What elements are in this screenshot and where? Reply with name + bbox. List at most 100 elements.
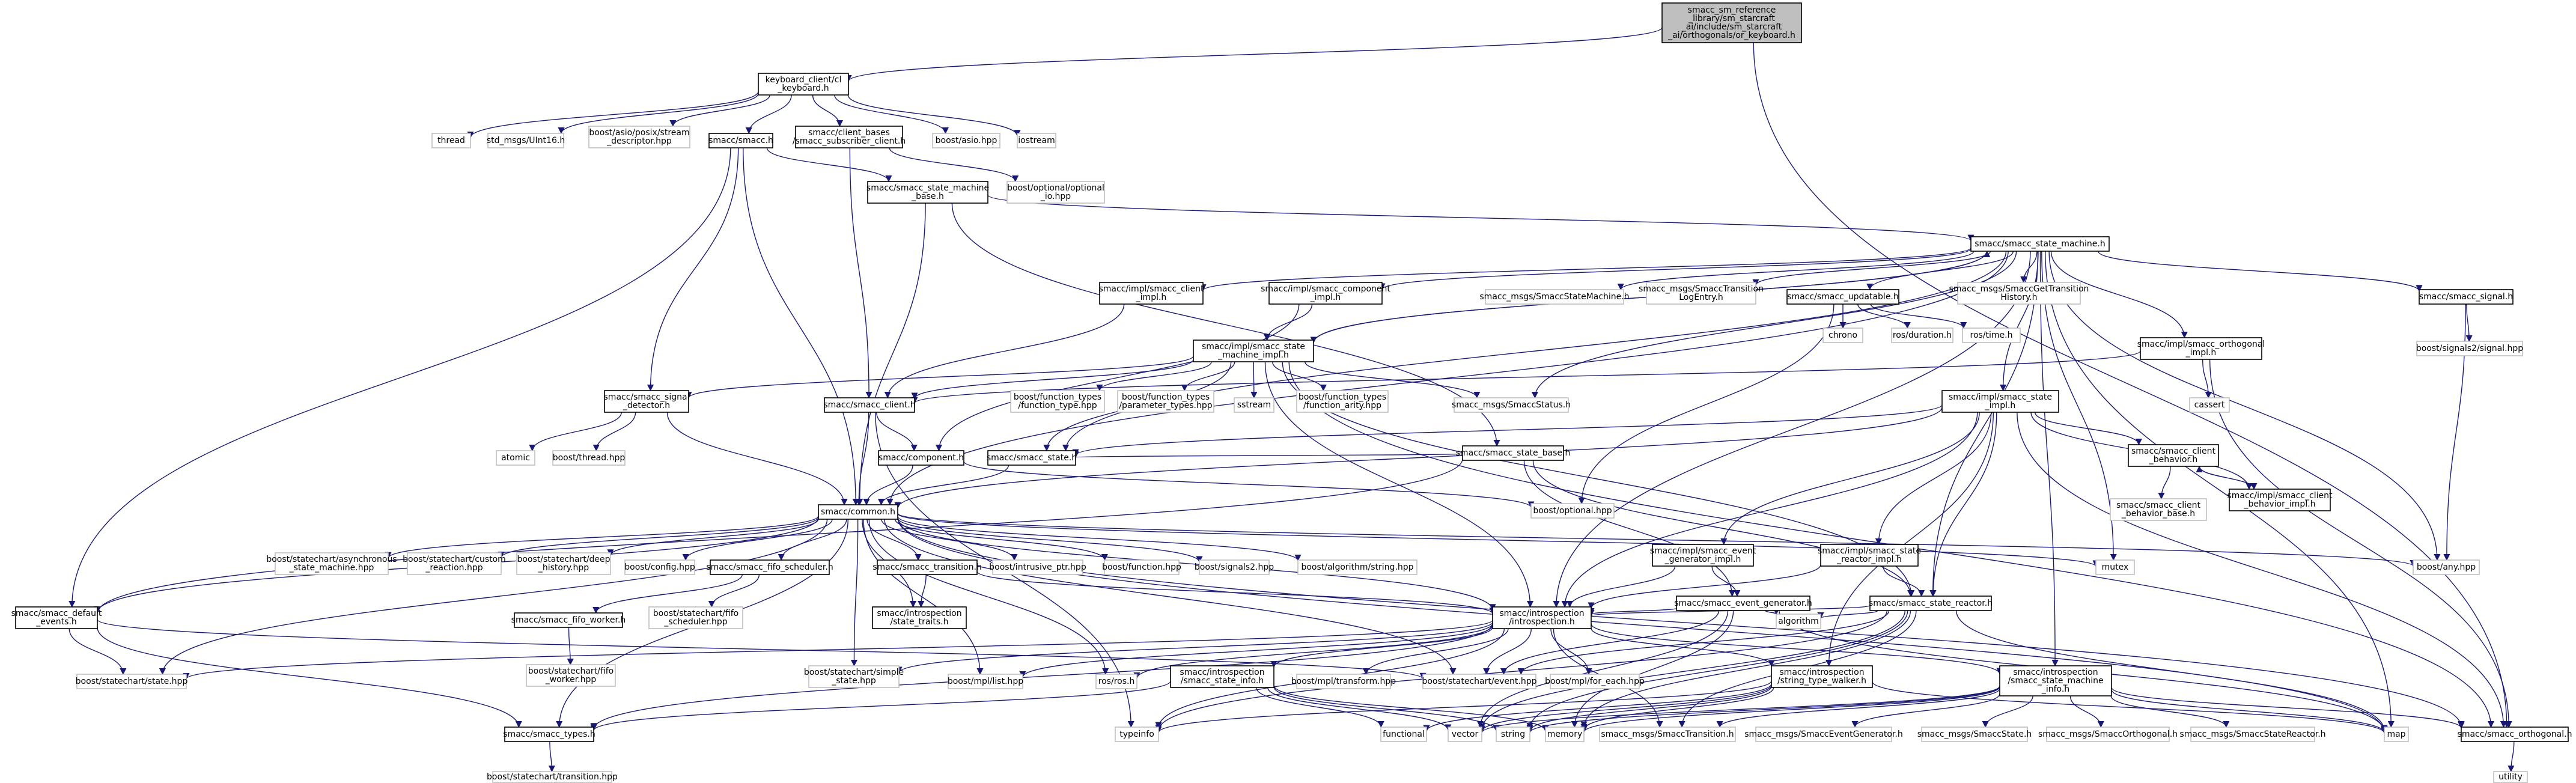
node-cb_h[interactable]: smacc/smacc_client_behavior.h xyxy=(2128,444,2219,467)
node-state_h[interactable]: smacc/smacc_state.h xyxy=(987,450,1077,466)
node-sc_async: boost/statechart/asynchronous_state_mach… xyxy=(266,552,397,575)
node-box xyxy=(2461,727,2569,742)
node-box xyxy=(1869,596,1992,611)
node-walker[interactable]: smacc/introspection/string_type_walker.h xyxy=(1771,665,1873,688)
node-box xyxy=(2189,397,2230,413)
node-label: boost/statechart/state.hpp xyxy=(76,677,188,686)
node-box xyxy=(604,390,689,413)
node-box xyxy=(516,552,611,575)
node-ros_dur: ros/duration.h xyxy=(1891,328,1953,343)
node-traits[interactable]: smacc/introspection/state_traits.h xyxy=(872,606,967,629)
node-label: smacc/smacc.h xyxy=(708,136,773,145)
node-common[interactable]: smacc/common.h xyxy=(818,504,898,520)
node-component[interactable]: smacc/component.h xyxy=(878,450,964,466)
edge-smacc_h-to-sig_det xyxy=(647,147,739,392)
node-label: cassert xyxy=(2194,400,2225,410)
node-smacc_h[interactable]: smacc/smacc.h xyxy=(708,133,773,148)
edge-common-to-bany xyxy=(897,513,2417,567)
edge-sm_info-to-msg_trans xyxy=(1716,688,2000,728)
node-comp_impl[interactable]: smacc/impl/smacc_component_impl.h xyxy=(1261,282,1390,305)
node-label: map xyxy=(2387,730,2405,739)
node-sig2: boost/signals2/signal.hpp xyxy=(2416,341,2523,356)
node-updatable[interactable]: smacc/smacc_updatable.h xyxy=(1786,289,1899,305)
node-ros_time: ros/time.h xyxy=(1962,328,2021,343)
node-sm_h[interactable]: smacc/smacc_state_machine.h xyxy=(1970,236,2110,252)
edge-orth_impl-to-orth_h xyxy=(2209,359,2512,728)
node-orth_h[interactable]: smacc/smacc_orthogonal.h xyxy=(2458,727,2572,742)
node-cassert: cassert xyxy=(2189,397,2230,413)
node-box xyxy=(1296,390,1389,413)
edge-sm_h-to-msg_sm xyxy=(1617,251,1975,291)
node-box xyxy=(1017,133,1056,148)
node-label: smacc/smacc_signal xyxy=(604,392,690,402)
edge-reactor_impl-to-reactor_h xyxy=(1883,565,1925,597)
node-sm_base[interactable]: smacc/smacc_state_machine_base.h xyxy=(866,181,989,204)
node-state_base[interactable]: smacc/smacc_state_base.h xyxy=(1456,445,1571,461)
node-label: smacc_msgs/SmaccOrthogonal.h xyxy=(2038,730,2178,739)
node-label: /smacc_state_info.h xyxy=(1181,676,1264,686)
node-box xyxy=(877,559,978,575)
node-label: smacc/smacc_event_generator.h xyxy=(1674,599,1812,608)
node-kbd[interactable]: keyboard_client/cl_keyboard.h xyxy=(758,73,849,96)
edge-kbd-to-uint16 xyxy=(558,93,759,135)
node-mutex: mutex xyxy=(2095,559,2135,575)
node-types[interactable]: smacc/smacc_types.h xyxy=(503,727,595,742)
node-reactor_h[interactable]: smacc/smacc_state_reactor.h xyxy=(1869,596,1993,611)
node-introspection[interactable]: smacc/introspection/introspection.h xyxy=(1492,606,1592,629)
node-label: smacc/smacc_state.h xyxy=(987,453,1077,463)
node-label: _ai/include/sm_starcraft xyxy=(1681,22,1782,32)
node-default_ev[interactable]: smacc/smacc_default_events.h xyxy=(11,606,102,629)
edge-introspection-to-sc_simple xyxy=(895,621,1493,674)
node-label: algorithm xyxy=(1778,617,1819,626)
node-signal_h[interactable]: smacc/smacc_signal.h xyxy=(2419,289,2514,305)
node-box xyxy=(1530,503,1615,519)
edge-reactor_h-to-typeinfo xyxy=(1155,610,1887,732)
node-sstream: sstream xyxy=(1234,397,1274,413)
node-label: smacc/impl/smacc_component xyxy=(1261,284,1390,294)
node-box xyxy=(496,450,535,466)
edge-sm_h-to-sm_info xyxy=(2039,251,2059,667)
node-label: boost/function.hpp xyxy=(1102,562,1181,572)
node-cb_impl[interactable]: smacc/impl/smacc_client_behavior_impl.h xyxy=(2227,489,2333,511)
node-label: smacc/component.h xyxy=(878,453,964,463)
node-client_impl[interactable]: smacc/impl/smacc_client_impl.h xyxy=(1099,282,1205,305)
node-optional: boost/optional.hpp xyxy=(1530,503,1615,519)
node-orth_impl[interactable]: smacc/impl/smacc_orthogonal_impl.h xyxy=(2137,337,2265,360)
node-sm_impl[interactable]: smacc/impl/smacc_state_machine_impl.h xyxy=(1193,340,1314,362)
node-box xyxy=(1199,559,1270,575)
node-box xyxy=(1771,665,1873,688)
node-transition[interactable]: smacc/smacc_transition.h xyxy=(872,559,982,575)
node-label: smacc/smacc_transition.h xyxy=(872,562,982,572)
node-fifo_worker[interactable]: smacc/smacc_fifo_worker.h xyxy=(511,612,626,628)
node-fifo_sched[interactable]: smacc/smacc_fifo_scheduler.h xyxy=(706,559,833,575)
edge-state_impl-to-common xyxy=(894,407,1943,509)
node-atomic: atomic xyxy=(496,450,535,466)
node-client_h[interactable]: smacc/smacc_client.h xyxy=(823,397,916,413)
node-box xyxy=(1652,544,1754,567)
node-label: _reaction.hpp xyxy=(425,563,483,573)
edge-cb_h-to-cb_base xyxy=(2158,466,2171,500)
node-label: atomic xyxy=(501,453,530,463)
node-label: boost/statechart/custom xyxy=(403,555,506,564)
node-label: smacc/smacc_signal.h xyxy=(2419,292,2513,302)
node-sig_det[interactable]: smacc/smacc_signal_detector.h xyxy=(604,390,690,413)
node-ft_type: boost/function_types/function_type.hpp xyxy=(1010,390,1105,413)
node-box xyxy=(1297,559,1417,575)
node-evgen_impl[interactable]: smacc/impl/smacc_event_generator_impl.h xyxy=(1650,544,1756,567)
node-label: smacc_msgs/SmaccGetTransition xyxy=(1949,284,2089,294)
node-box xyxy=(514,612,623,628)
node-label: /smacc_state_machine xyxy=(2008,676,2103,686)
node-label: /string_type_walker.h xyxy=(1777,676,1866,686)
node-state_impl[interactable]: smacc/impl/smacc_state_impl.h xyxy=(1941,390,2059,413)
node-sub_client[interactable]: smacc/client_bases/smacc_subscriber_clie… xyxy=(793,126,906,148)
node-reactor_impl[interactable]: smacc/impl/smacc_state_reactor_impl.h xyxy=(1818,544,1921,567)
node-box xyxy=(407,552,502,575)
node-root[interactable]: smacc_sm_reference_library/sm_starcraft_… xyxy=(1661,2,1802,43)
node-evgen_h[interactable]: smacc/smacc_event_generator.h xyxy=(1674,596,1812,611)
node-state_info[interactable]: smacc/introspection/smacc_state_info.h xyxy=(1170,665,1274,688)
edge-default_ev-to-sc_state xyxy=(69,628,127,675)
node-sm_info[interactable]: smacc/introspection/smacc_state_machine_… xyxy=(1999,665,2112,696)
node-label: smacc/smacc_types.h xyxy=(503,730,595,739)
edge-sub_client-to-opt_io xyxy=(889,147,1019,183)
node-box xyxy=(2095,559,2135,575)
